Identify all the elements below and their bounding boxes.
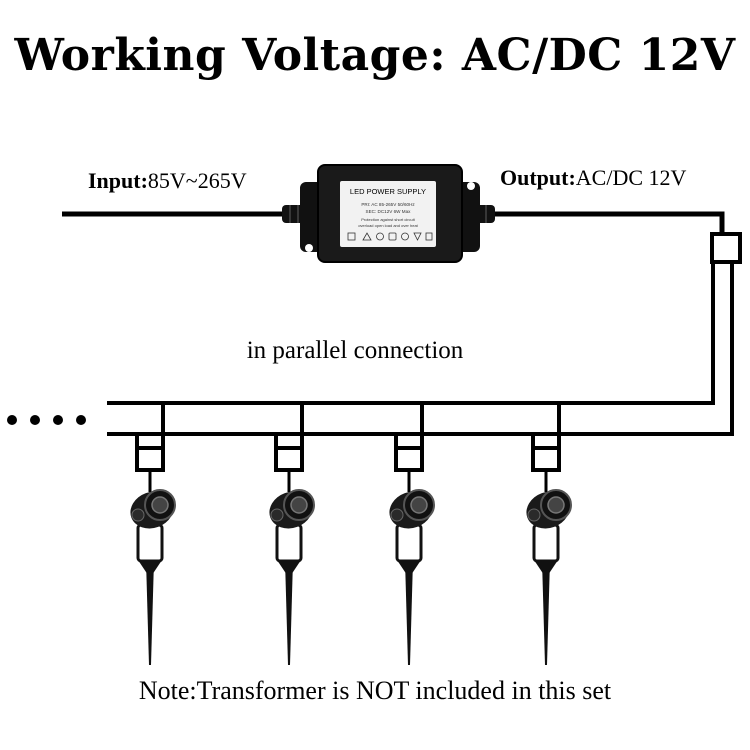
ground-spike <box>405 560 413 665</box>
continuation-dots <box>7 415 86 425</box>
tap-connector <box>531 446 561 472</box>
input-value: 85V~265V <box>147 168 247 193</box>
bus-wire-1 <box>107 262 715 405</box>
output-value: AC/DC 12V <box>575 165 687 190</box>
input-label: Input:85V~265V <box>88 168 247 194</box>
certification-icons <box>347 232 433 241</box>
spotlight-2 <box>269 403 315 665</box>
bus-wire-2 <box>107 262 734 436</box>
spike-fin <box>277 560 301 578</box>
spotlight-4 <box>526 403 572 665</box>
power-supply-label: LED POWER SUPPLY <box>350 187 426 196</box>
lamp-knob <box>131 508 145 522</box>
tap-connector <box>394 446 424 472</box>
power-supply-spec-3: Protection against short circuit <box>361 217 415 222</box>
lamp-lens <box>151 496 169 514</box>
spotlight-3 <box>389 403 435 665</box>
lamp-knob <box>390 508 404 522</box>
note-text: Note:Transformer is NOT included in this… <box>138 676 612 705</box>
lamp-knob <box>527 508 541 522</box>
page-title: Working Voltage: AC/DC 12V <box>14 30 736 81</box>
ground-spike <box>146 560 154 665</box>
ground-spike <box>285 560 293 665</box>
mount-bracket <box>395 523 423 563</box>
lamp-knob <box>270 508 284 522</box>
tap-connector <box>274 446 304 472</box>
lamp-lens <box>547 496 565 514</box>
spike-fin <box>397 560 421 578</box>
output-cable <box>495 211 725 234</box>
output-connector <box>710 232 742 264</box>
input-prefix: Input: <box>88 168 148 193</box>
power-supply-label-plate <box>340 181 436 247</box>
spike-fin <box>138 560 162 578</box>
mount-bracket <box>136 523 164 563</box>
mount-bracket <box>532 523 560 563</box>
spike-fin <box>534 560 558 578</box>
spotlight-1 <box>130 403 176 665</box>
tap-connector <box>135 446 165 472</box>
power-supply-spec-4: overload open load and over heat <box>358 223 418 228</box>
output-label: Output:AC/DC 12V <box>500 165 686 191</box>
power-supply-spec-2: SEC: DC12V 6W Max <box>366 209 412 214</box>
output-prefix: Output: <box>500 165 576 190</box>
lamp-lens <box>410 496 428 514</box>
power-supply-spec-1: PRI: AC 85-265V 50/60Hz <box>361 202 415 207</box>
lamp-lens <box>290 496 308 514</box>
ground-spike <box>542 560 550 665</box>
power-supply-box: LED POWER SUPPLY PRI: AC 85-265V 50/60Hz… <box>300 164 480 263</box>
connection-label: in parallel connection <box>246 337 464 364</box>
mount-bracket <box>275 523 303 563</box>
